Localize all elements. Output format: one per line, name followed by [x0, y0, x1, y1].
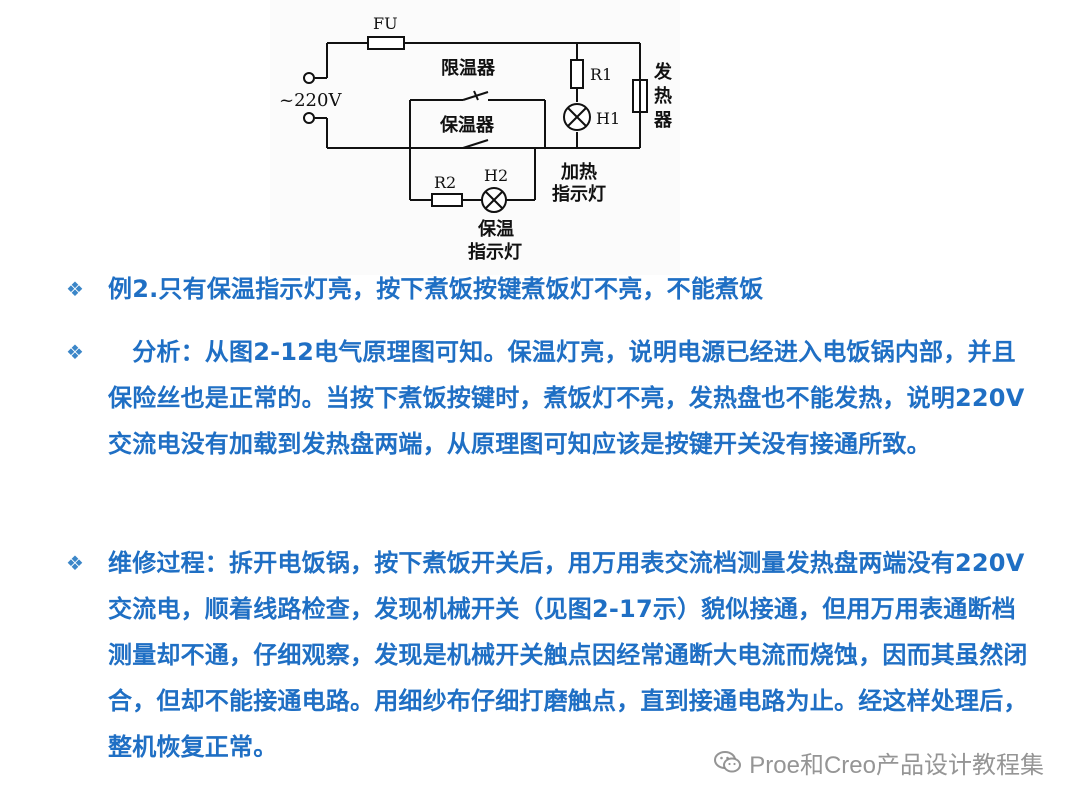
watermark-text: Proe和Creo产品设计教程集 — [749, 751, 1044, 779]
label-r1: R1 — [590, 65, 612, 84]
label-heater-3: 器 — [653, 110, 673, 131]
bullet-icon: ❖ — [66, 340, 84, 364]
label-keeper: 保温器 — [439, 114, 495, 136]
label-h1: H1 — [596, 109, 620, 128]
label-heater-2: 热 — [654, 85, 672, 107]
label-keep-lamp-1: 保温 — [477, 218, 514, 240]
paragraph-analysis: 分析：从图2-12电气原理图可知。保温灯亮，说明电源已经进入电饭锅内部，并且保险… — [108, 338, 1025, 458]
label-heater-1: 发 — [653, 61, 673, 83]
paragraph-example-title: 例2.只有保温指示灯亮，按下煮饭按键煮饭灯不亮，不能煮饭 — [108, 275, 764, 303]
wechat-icon — [714, 751, 742, 773]
bullet-icon: ❖ — [66, 551, 84, 575]
label-voltage: ~220V — [279, 90, 342, 111]
paragraph-repair-process: 维修过程：拆开电饭锅，按下煮饭开关后，用万用表交流档测量发热盘两端没有220V交… — [108, 549, 1028, 761]
label-heat-lamp-2: 指示灯 — [552, 183, 606, 205]
label-fu: FU — [373, 14, 398, 33]
label-limiter: 限温器 — [441, 58, 496, 79]
label-r2: R2 — [434, 173, 456, 192]
label-h2: H2 — [484, 166, 508, 185]
watermark: Proe和Creo产品设计教程集 — [713, 742, 1044, 782]
circuit-diagram: FU ~220V 限温器 保温器 R1 H1 R2 H2 发 热 器 加热 指示… — [270, 0, 680, 275]
bullet-icon: ❖ — [66, 277, 84, 301]
label-heat-lamp-1: 加热 — [560, 161, 597, 183]
label-keep-lamp-2: 指示灯 — [468, 241, 522, 263]
